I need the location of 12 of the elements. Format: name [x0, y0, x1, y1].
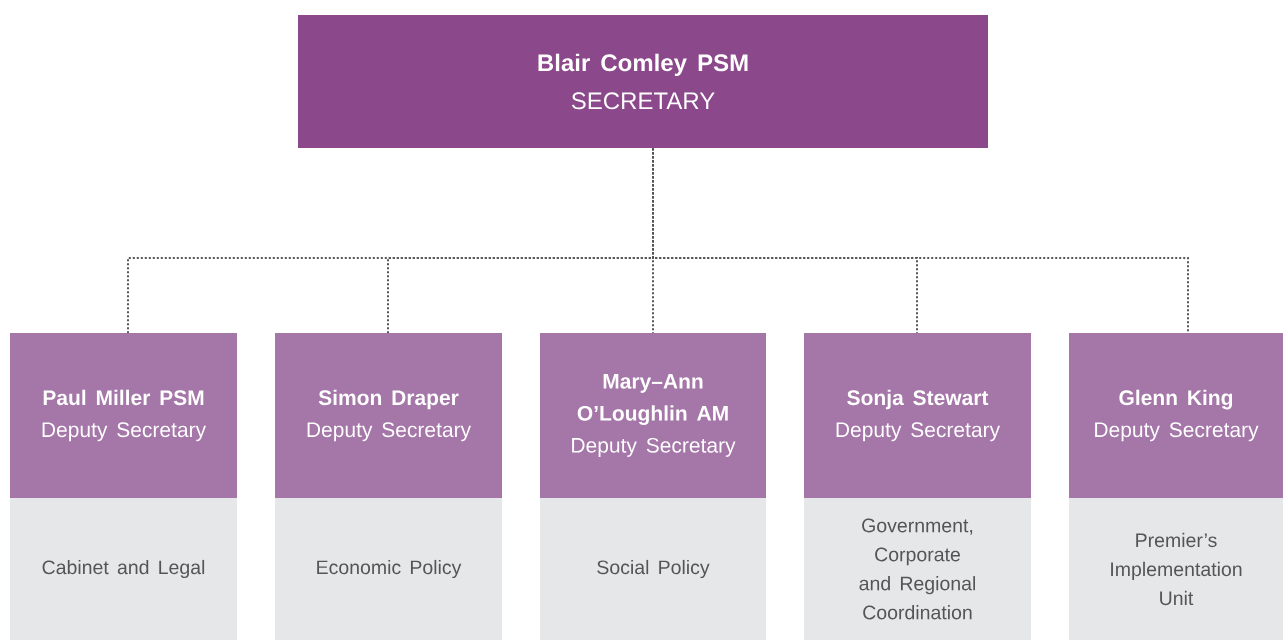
- division-box: Cabinet and Legal: [10, 498, 237, 640]
- division-box: Government, Corporate and Regional Coordination: [804, 498, 1031, 640]
- secretary-box: Blair Comley PSM SECRETARY: [298, 15, 988, 148]
- deputy-box: Mary–Ann O’Loughlin AM Deputy Secretary: [540, 333, 766, 498]
- deputy-box: Simon Draper Deputy Secretary: [275, 333, 502, 498]
- deputy-box: Glenn King Deputy Secretary: [1069, 333, 1283, 498]
- division-box: Social Policy: [540, 498, 766, 640]
- connector-line: [652, 147, 1189, 334]
- deputy-box: Sonja Stewart Deputy Secretary: [804, 333, 1031, 498]
- division-box: Premier’s Implementation Unit: [1069, 498, 1283, 640]
- division-box: Economic Policy: [275, 498, 502, 640]
- deputy-box: Paul Miller PSM Deputy Secretary: [10, 333, 237, 498]
